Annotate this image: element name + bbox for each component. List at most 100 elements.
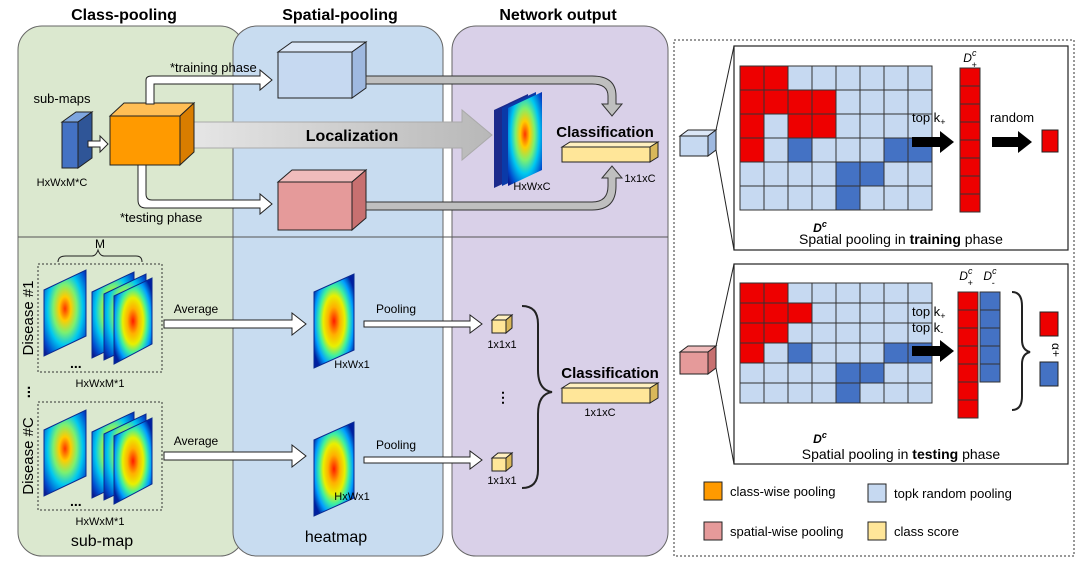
legend-swatch-class-wise: [703, 481, 723, 501]
testing-path-arrow: [137, 164, 273, 216]
grid-cell: [835, 113, 861, 139]
submap-dims-2: HxWxM*1: [76, 516, 125, 528]
testing-alpha-label: α+: [1049, 343, 1063, 357]
cube-dims-1: 1x1x1: [487, 339, 516, 351]
localization-label: Localization: [306, 128, 398, 145]
testing-grid: [739, 282, 933, 404]
grid-cell: [739, 161, 765, 187]
grid-cell: [739, 362, 765, 384]
training-grid: [739, 65, 933, 211]
column-cell: [959, 85, 981, 105]
ellipsis-1: ...: [70, 355, 82, 371]
grid-cell: [763, 302, 789, 324]
grid-cell: [907, 161, 933, 187]
column-cell: [957, 327, 979, 347]
disease-1-label: Disease #1: [20, 280, 37, 355]
grid-cell: [859, 322, 885, 344]
grid-cell: [859, 302, 885, 324]
training-topk-label: top k+: [912, 110, 945, 127]
grid-cell: [763, 65, 789, 91]
column-cell: [979, 291, 1001, 311]
testing-d-columns: [957, 291, 1001, 419]
grid-cell: [811, 137, 837, 163]
average-label-1: Average: [174, 302, 219, 316]
grid-cell: [859, 161, 885, 187]
grid-cell: [763, 161, 789, 187]
pooling-label-2: Pooling: [376, 438, 416, 452]
class-wise-pooling-cube: [108, 101, 196, 167]
grid-cell: [763, 362, 789, 384]
grid-cell: [787, 137, 813, 163]
testing-dplus-label: Dc+: [959, 266, 973, 288]
legend-topk-random: topk random pooling: [894, 486, 1012, 501]
testing-phase-label: *testing phase: [120, 210, 202, 225]
grid-cell: [859, 185, 885, 211]
column-cell: [959, 67, 981, 87]
column-cell: [979, 327, 1001, 347]
title-spatial-pooling: Spatial-pooling: [282, 7, 398, 24]
testing-matrix-label: Dc: [813, 430, 827, 446]
grid-cell: [835, 161, 861, 187]
grid-cell: [787, 113, 813, 139]
column-cell: [979, 363, 1001, 383]
grid-cell: [859, 89, 885, 115]
legend-swatch-class-score: [867, 521, 887, 541]
grid-cell: [739, 65, 765, 91]
localization-arrow: [187, 108, 493, 162]
input-arrow: [87, 134, 109, 154]
column-cell: [959, 193, 981, 213]
ellipsis-2: ...: [70, 493, 82, 509]
column-cell: [957, 309, 979, 329]
grid-cell: [811, 113, 837, 139]
grid-cell: [835, 185, 861, 211]
grid-cell: [811, 382, 837, 404]
training-matrix-label: Dc: [813, 219, 827, 235]
score-dims-top: 1x1xC: [624, 173, 655, 185]
grid-cell: [859, 382, 885, 404]
grid-cell: [835, 137, 861, 163]
right-dotted-frame: [673, 39, 1075, 557]
testing-dminus-label: Dc-: [983, 266, 997, 288]
submap-box-1: [37, 263, 163, 373]
submaps-input-cube: [60, 111, 94, 169]
column-cell: [979, 345, 1001, 365]
testing-brace: [1011, 291, 1031, 411]
grid-cell: [835, 65, 861, 91]
class-score-bar-top: [560, 141, 660, 163]
testing-topk-minus-label: top k-: [912, 320, 943, 337]
score-dims-bottom: 1x1xC: [584, 407, 615, 419]
grid-cell: [811, 362, 837, 384]
submap-box-c: [37, 401, 163, 511]
grid-cell: [811, 342, 837, 364]
column-cell: [959, 175, 981, 195]
grid-cell: [883, 322, 909, 344]
column-cell: [957, 291, 979, 311]
column-cell: [957, 363, 979, 383]
training-random-label: random: [990, 110, 1034, 125]
classification-label-bottom: Classification: [561, 365, 659, 382]
grid-cell: [835, 89, 861, 115]
grid-cell: [787, 185, 813, 211]
classification-label-top: Classification: [556, 124, 654, 141]
grid-cell: [787, 302, 813, 324]
grid-cell: [739, 302, 765, 324]
grid-cell: [859, 65, 885, 91]
testing-small-cube: [678, 345, 718, 375]
training-topk-arrow: [912, 131, 954, 153]
grid-cell: [811, 302, 837, 324]
column-cell: [979, 309, 1001, 329]
grid-cell: [907, 89, 933, 115]
grid-cell: [859, 362, 885, 384]
column-cell: [957, 399, 979, 419]
grid-cell: [883, 113, 909, 139]
legend-swatch-topk: [867, 483, 887, 503]
grid-cell: [787, 89, 813, 115]
sub-map-caption: sub-map: [71, 533, 133, 550]
testing-to-class-arrow: [365, 165, 624, 211]
grid-cell: [859, 342, 885, 364]
grid-cell: [787, 161, 813, 187]
grid-cell: [739, 89, 765, 115]
grid-cell: [883, 65, 909, 91]
grid-cell: [859, 113, 885, 139]
